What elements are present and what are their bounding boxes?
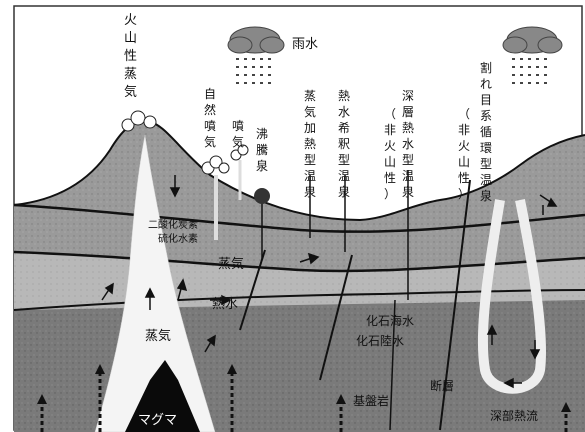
svg-text:型: 型 xyxy=(480,157,492,171)
svg-text:循: 循 xyxy=(480,125,492,139)
svg-text:泉: 泉 xyxy=(402,185,414,199)
svg-text:れ: れ xyxy=(480,77,492,91)
svg-text:泉: 泉 xyxy=(256,159,268,173)
svg-text:山: 山 xyxy=(458,155,470,169)
svg-text:）: ） xyxy=(384,187,396,201)
rain-dots-left xyxy=(236,58,271,84)
svg-text:騰: 騰 xyxy=(256,142,268,157)
svg-text:目: 目 xyxy=(480,93,492,107)
svg-text:性: 性 xyxy=(124,49,137,64)
boiling-spring-icon xyxy=(254,188,270,204)
fumarole-cloud-icon xyxy=(201,144,249,175)
svg-text:（: （ xyxy=(458,107,470,121)
cloud-icon-left xyxy=(227,26,285,54)
co2-label: 二酸化炭素 xyxy=(148,218,198,231)
boundary-line-2 xyxy=(13,250,585,273)
svg-text:系: 系 xyxy=(480,109,492,123)
svg-text:層: 層 xyxy=(402,105,414,119)
rain-dots-right xyxy=(512,58,547,84)
steam-mid-label: 蒸気 xyxy=(218,256,244,272)
fault-line-2 xyxy=(319,254,353,381)
natural-fumarole-label: 自 然 噴 気 xyxy=(204,87,216,149)
hot-water-label: 熱水 xyxy=(212,297,238,312)
heat-flow-arrows xyxy=(37,364,571,432)
svg-text:火: 火 xyxy=(458,139,470,153)
svg-text:気: 気 xyxy=(204,134,216,149)
svg-text:非: 非 xyxy=(384,123,396,137)
svg-text:熱: 熱 xyxy=(338,89,350,103)
hot-water-diluted-label: 熱 水 希 釈 型 温 泉 xyxy=(338,89,350,199)
svg-text:熱: 熱 xyxy=(304,137,316,151)
svg-text:希: 希 xyxy=(338,120,350,135)
boundary-line-3 xyxy=(13,289,585,311)
svg-text:深: 深 xyxy=(402,89,414,103)
svg-text:型: 型 xyxy=(304,153,316,167)
svg-text:釈: 釈 xyxy=(338,137,350,151)
surface-outline xyxy=(13,120,585,222)
fault-line-3 xyxy=(389,299,396,431)
basement-label: 基盤岩 xyxy=(353,393,389,408)
svg-text:非: 非 xyxy=(458,123,470,137)
svg-text:加: 加 xyxy=(304,121,316,135)
svg-text:蒸: 蒸 xyxy=(124,67,137,82)
svg-text:山: 山 xyxy=(384,155,396,169)
boiling-spring-label: 沸 騰 泉 xyxy=(256,127,268,173)
rain-label: 雨水 xyxy=(292,37,318,52)
svg-text:気: 気 xyxy=(304,104,316,119)
svg-text:火: 火 xyxy=(384,139,396,153)
svg-text:温: 温 xyxy=(338,169,350,183)
deep-heat-flow-label: 深部熱流 xyxy=(490,408,538,423)
magma-chamber xyxy=(125,360,200,432)
svg-text:自: 自 xyxy=(204,87,216,101)
svg-text:蒸: 蒸 xyxy=(304,89,316,103)
fracture-circulation-label: 割 れ 目 系 循 環 型 温 泉 xyxy=(480,60,492,203)
deep-hot-water-label: 深 層 熱 水 型 温 泉 xyxy=(402,89,414,199)
circulation-loop xyxy=(477,199,546,394)
svg-text:気: 気 xyxy=(124,84,137,100)
fault-line-1 xyxy=(239,249,266,331)
volcanic-steam-label: 火 山 性 蒸 気 xyxy=(124,13,137,100)
cloud-icon-right xyxy=(502,26,563,54)
svg-text:然: 然 xyxy=(204,102,216,117)
svg-text:型: 型 xyxy=(338,153,350,167)
svg-text:性: 性 xyxy=(384,171,396,185)
svg-text:環: 環 xyxy=(480,141,492,155)
svg-text:泉: 泉 xyxy=(480,189,492,203)
magma-label: マグマ xyxy=(138,413,177,428)
svg-text:火: 火 xyxy=(124,13,137,28)
fossil-seawater-label: 化石海水 xyxy=(366,313,414,328)
svg-text:山: 山 xyxy=(124,31,137,46)
steam-low-label: 蒸気 xyxy=(145,328,171,344)
svg-text:温: 温 xyxy=(402,169,414,183)
fault-label: 断層 xyxy=(430,378,454,393)
svg-text:型: 型 xyxy=(402,153,414,167)
fracture-non-volcanic-label: （ 非 火 山 性 ） xyxy=(458,107,470,201)
volcano-steam-icon xyxy=(121,110,157,132)
svg-text:水: 水 xyxy=(338,105,350,119)
svg-text:性: 性 xyxy=(458,171,470,185)
deep-non-volcanic-label: （ 非 火 山 性 ） xyxy=(384,107,396,201)
fossil-land-water-label: 化石陸水 xyxy=(356,334,404,348)
flow-arrows xyxy=(101,175,558,389)
svg-text:噴: 噴 xyxy=(232,119,244,133)
svg-text:気: 気 xyxy=(232,134,244,149)
h2s-label: 硫化水素 xyxy=(158,232,198,245)
svg-text:温: 温 xyxy=(304,169,316,183)
svg-text:沸: 沸 xyxy=(256,127,268,141)
svg-text:泉: 泉 xyxy=(304,185,316,199)
svg-text:温: 温 xyxy=(480,173,492,187)
fumarole-label: 噴 気 xyxy=(232,119,244,149)
fault-line-4 xyxy=(439,179,471,431)
svg-text:噴: 噴 xyxy=(204,119,216,133)
svg-text:）: ） xyxy=(458,187,470,201)
svg-text:（: （ xyxy=(384,107,396,121)
svg-text:割: 割 xyxy=(480,60,492,75)
svg-text:泉: 泉 xyxy=(338,185,350,199)
svg-text:熱: 熱 xyxy=(402,121,414,135)
steam-plume xyxy=(94,134,216,432)
steam-heated-label: 蒸 気 加 熱 型 温 泉 xyxy=(304,89,316,199)
svg-text:水: 水 xyxy=(402,137,414,151)
